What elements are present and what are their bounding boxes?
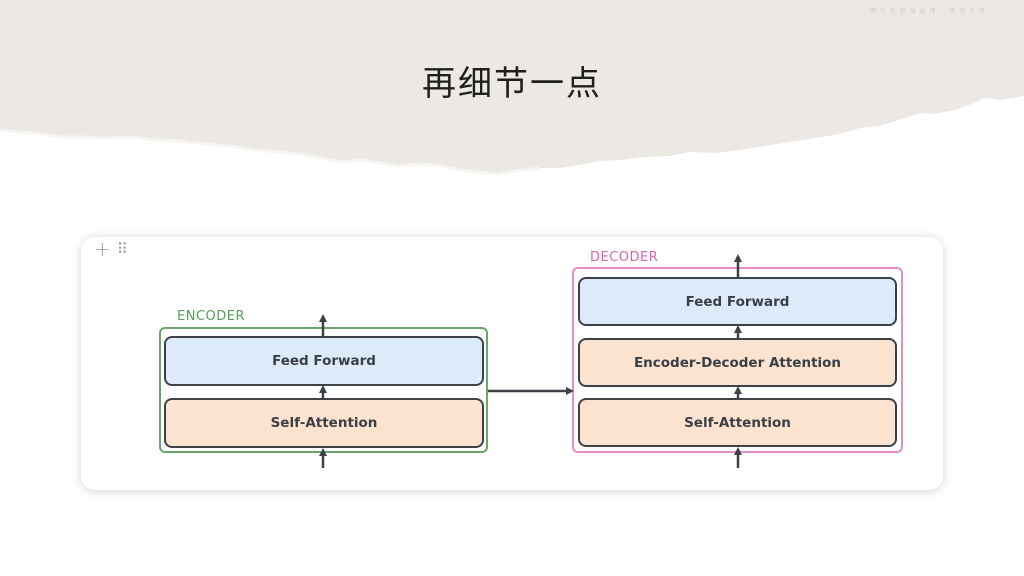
drag-handle-icon[interactable]: ⠿ — [116, 240, 128, 258]
corner-watermark-text: 图 片 无 遮 挡 处 理 ， 请 勿 外 传 — [870, 8, 986, 15]
slide-title: 再细节一点 — [422, 64, 602, 104]
encoder-label: ENCODER — [177, 309, 246, 324]
encoder-self-attention-block: Self-Attention — [164, 398, 484, 448]
card-toolbar: + ⠿ — [94, 239, 128, 259]
encoder-feed-forward-block: Feed Forward — [164, 336, 484, 386]
decoder-encoder-decoder-attention-block: Encoder-Decoder Attention — [578, 338, 897, 387]
add-block-icon[interactable]: + — [94, 237, 111, 261]
header-background — [0, 0, 1024, 176]
decoder-self-attention-block: Self-Attention — [578, 398, 897, 447]
decoder-label: DECODER — [590, 250, 659, 265]
decoder-feed-forward-block: Feed Forward — [578, 277, 897, 326]
